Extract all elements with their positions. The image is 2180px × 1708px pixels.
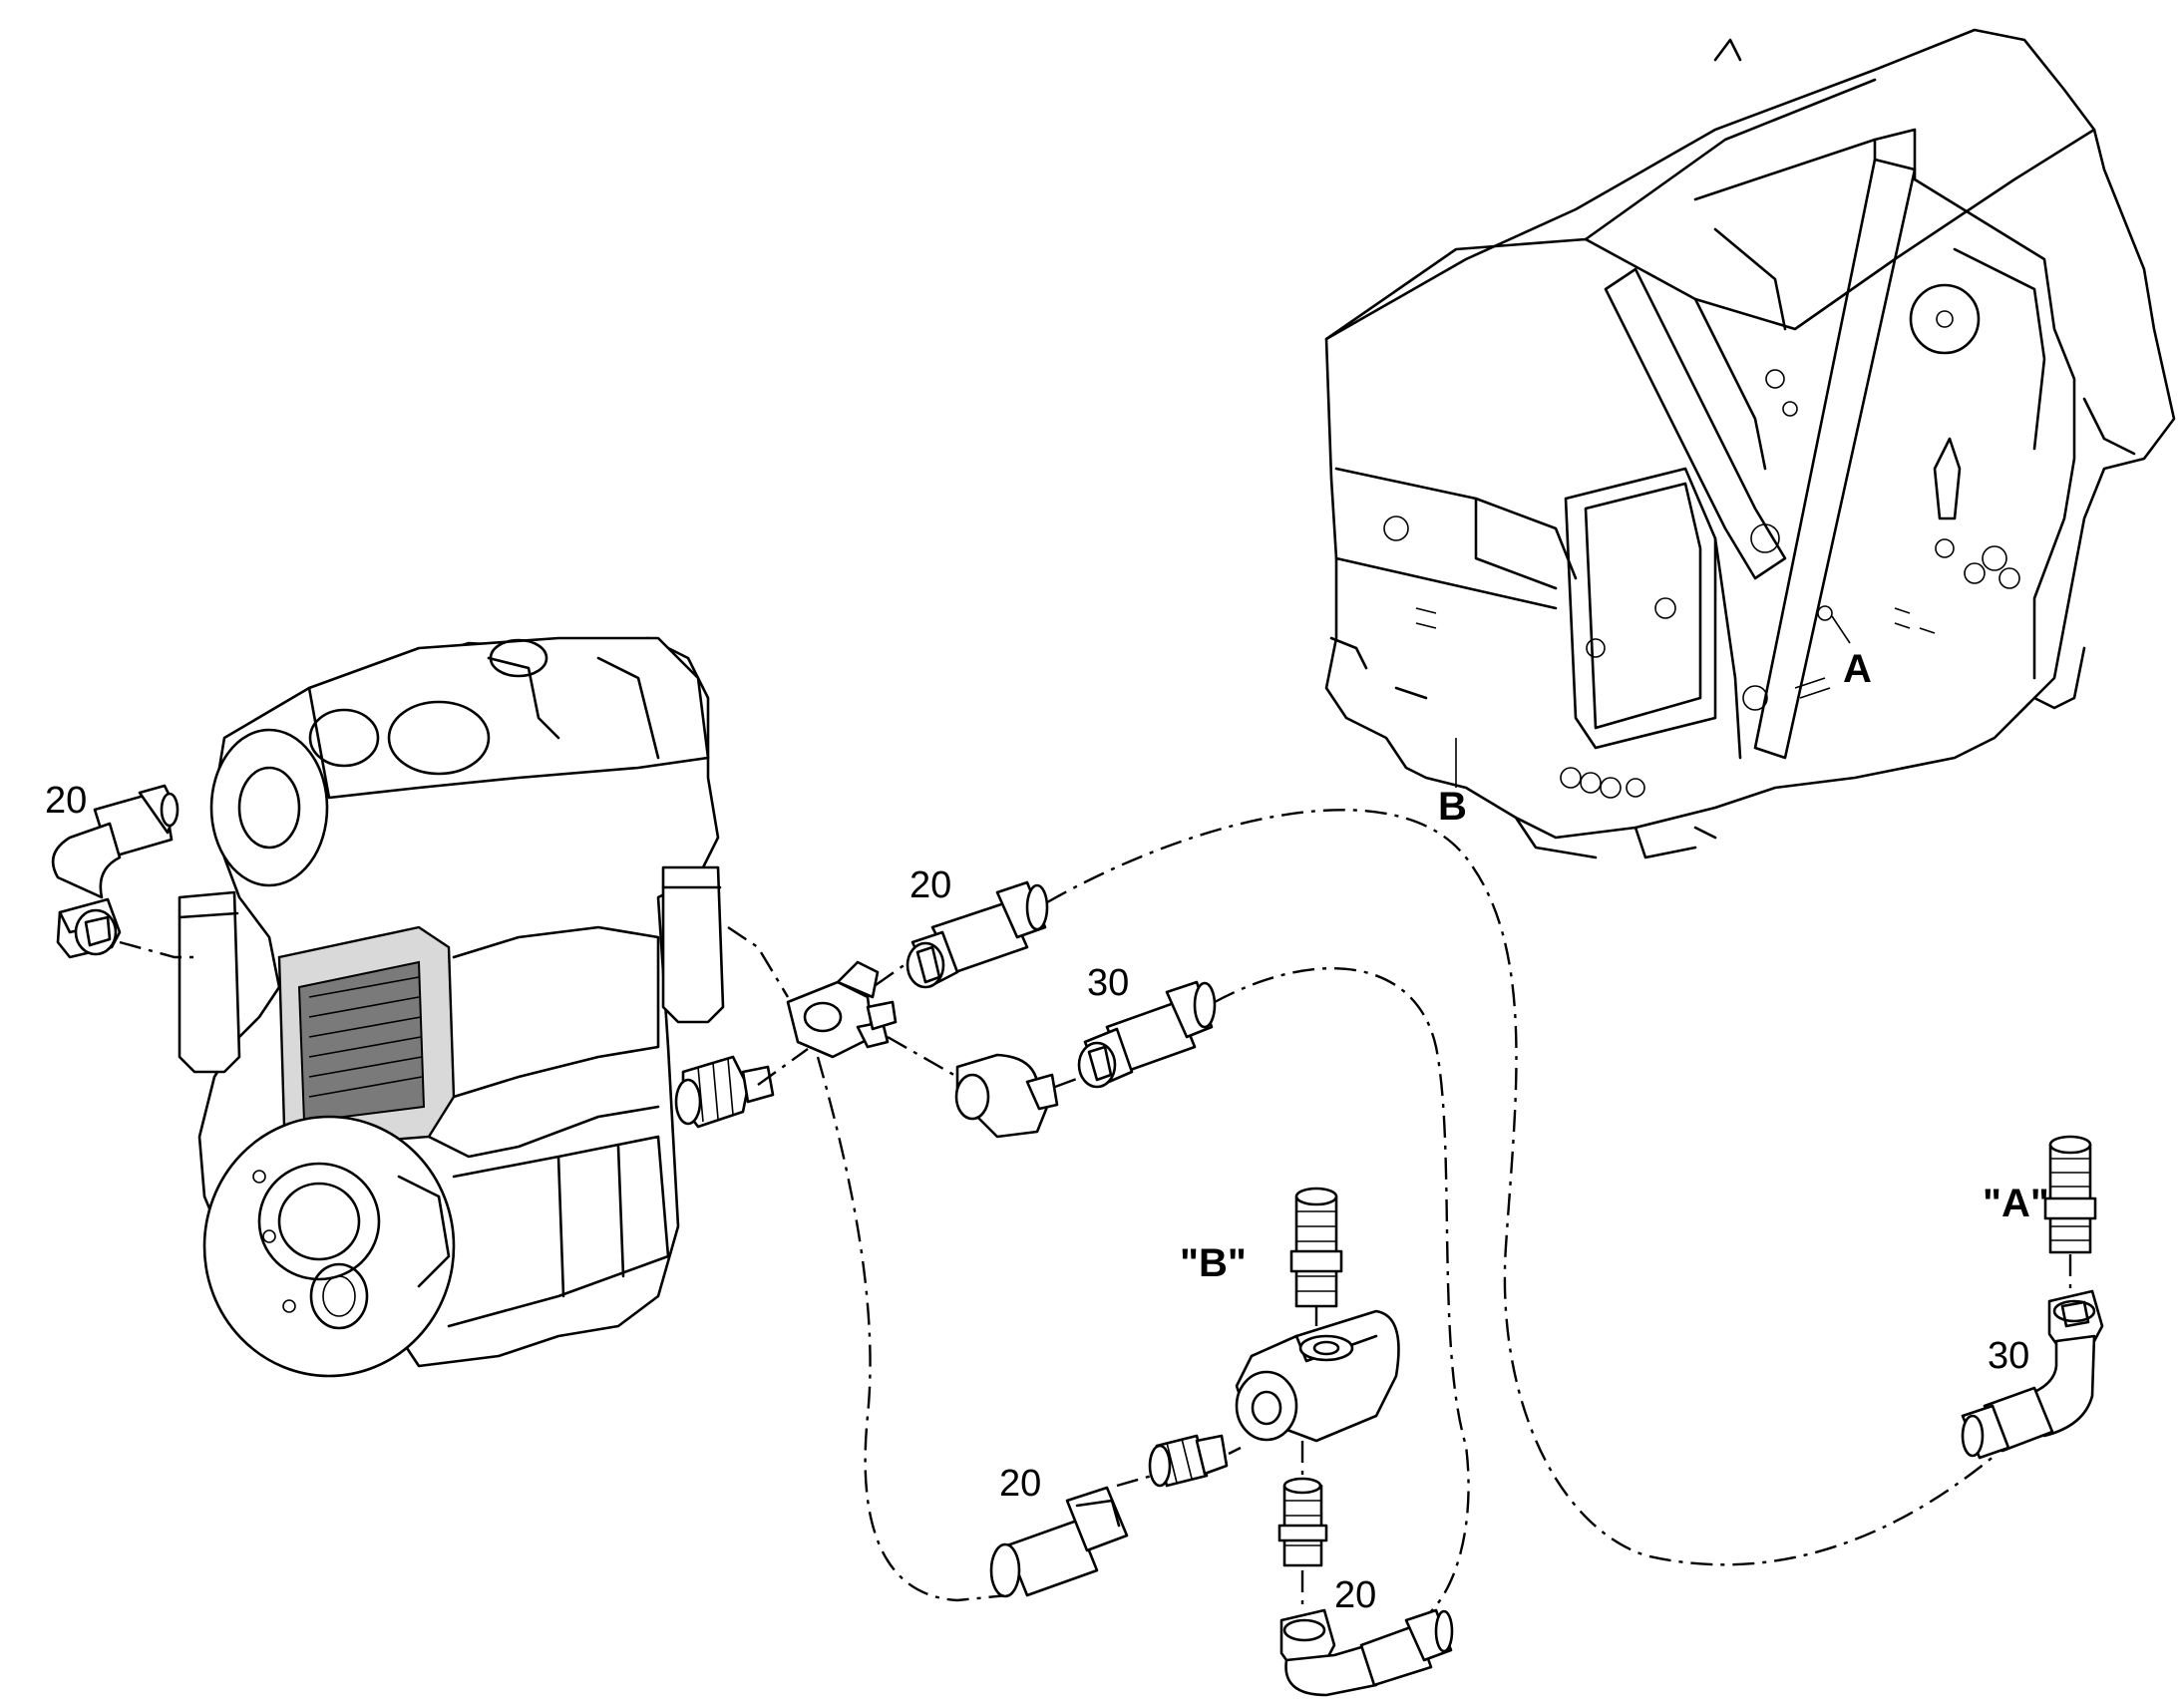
nipple-b-upper: [1289, 1187, 1343, 1308]
detail-label-a: "A": [1983, 1182, 2049, 1225]
valve-grid: [297, 960, 426, 1124]
flow-connector-to-tee: [1228, 1446, 1242, 1456]
hose-right-elbow: [1961, 1289, 2104, 1460]
hose-tee-upper: [906, 880, 1049, 989]
adapter-fitting-left: [674, 1055, 775, 1129]
hose-tee-lower: [1077, 980, 1217, 1089]
hose-bottom-left: [989, 1486, 1129, 1598]
connector-to-tee-b: [1148, 1434, 1229, 1488]
leader-a: [1831, 615, 1851, 644]
callout-hose-bottom-elbow: 20: [1334, 1574, 1376, 1616]
detail-label-b: "B": [1180, 1241, 1247, 1285]
frame-point-a-marker: [1817, 605, 1833, 621]
flow-hose30-to-tee-b: [1214, 967, 1470, 1621]
callout-hose-tee-lower: 30: [1087, 962, 1129, 1004]
flow-housing-to-tee: [727, 926, 790, 998]
flow-adapter-to-tee: [757, 1048, 809, 1086]
transmission-assembly: [178, 636, 725, 1378]
tee-fitting-center: [786, 960, 898, 1059]
callout-hose-tee-upper: 20: [909, 864, 951, 906]
frame-label-b: B: [1438, 785, 1467, 829]
frame-label-a: A: [1843, 647, 1872, 691]
tee-block-b: [1235, 1309, 1400, 1443]
callout-hose-bottom-left: 20: [999, 1463, 1041, 1505]
flow-left-to-filter: [119, 940, 194, 959]
flow-hose-to-connector: [1116, 1474, 1153, 1488]
callout-hose-right-elbow: 30: [1988, 1335, 2029, 1377]
callout-hose-left: 20: [45, 780, 87, 822]
flow-tee-to-elbow: [887, 1035, 958, 1079]
chassis-frame: [1324, 28, 2176, 859]
nipple-b-lower: [1277, 1477, 1328, 1567]
hose-left-elbow: [51, 784, 180, 959]
nipple-a: [2043, 1135, 2097, 1254]
flow-elbow-to-hose30: [1054, 1075, 1083, 1089]
elbow-fitting-center: [954, 1053, 1059, 1139]
flow-hose20-to-point-a: [1046, 809, 1996, 1566]
hose-bottom-elbow: [1279, 1608, 1454, 1697]
flow-tee-to-hose-bottom: [816, 1056, 1008, 1602]
